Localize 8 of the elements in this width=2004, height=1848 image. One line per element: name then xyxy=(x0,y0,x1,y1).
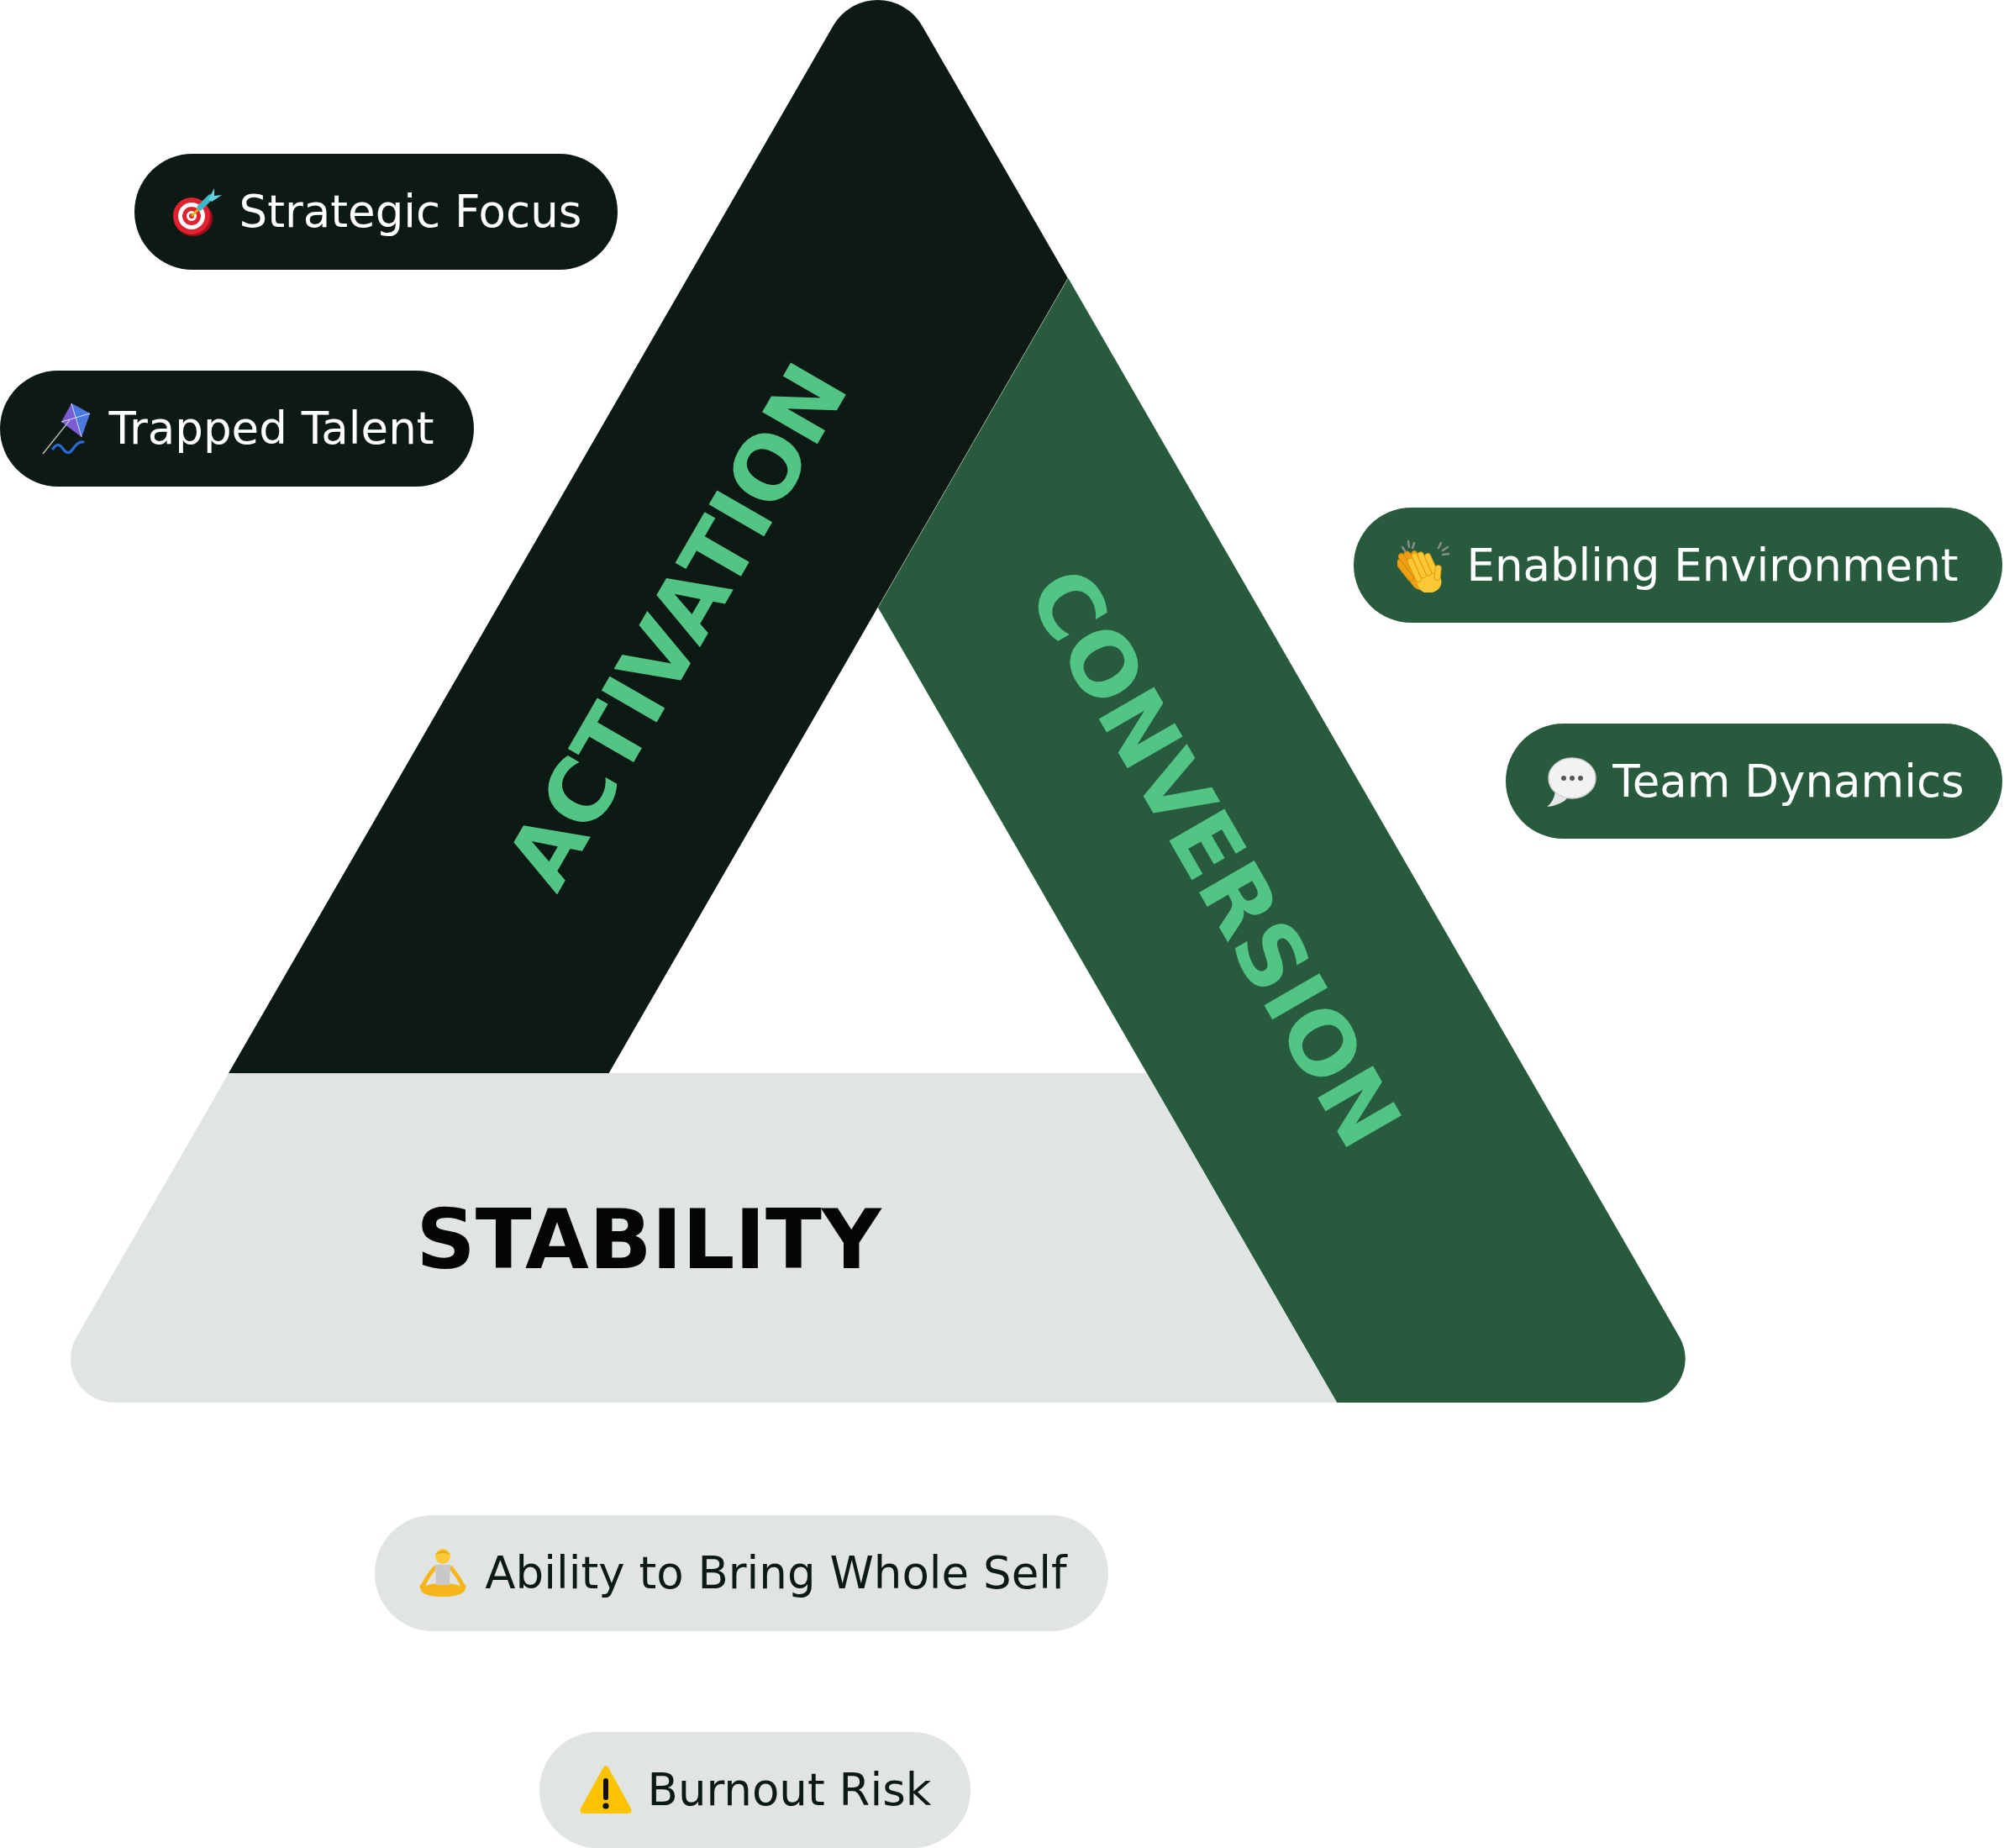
tag-label: Team Dynamics xyxy=(1612,757,1965,805)
tag-pill xyxy=(0,371,474,487)
tag-label: Strategic Focus xyxy=(239,188,582,235)
tag-label: Ability to Bring Whole Self xyxy=(485,1550,1067,1597)
tag-label: Enabling Environment xyxy=(1466,541,1959,589)
band-label: STABILITY xyxy=(416,1198,881,1281)
tag-label: Trapped Talent xyxy=(108,405,434,452)
tag-label: Burnout Risk xyxy=(647,1766,932,1814)
